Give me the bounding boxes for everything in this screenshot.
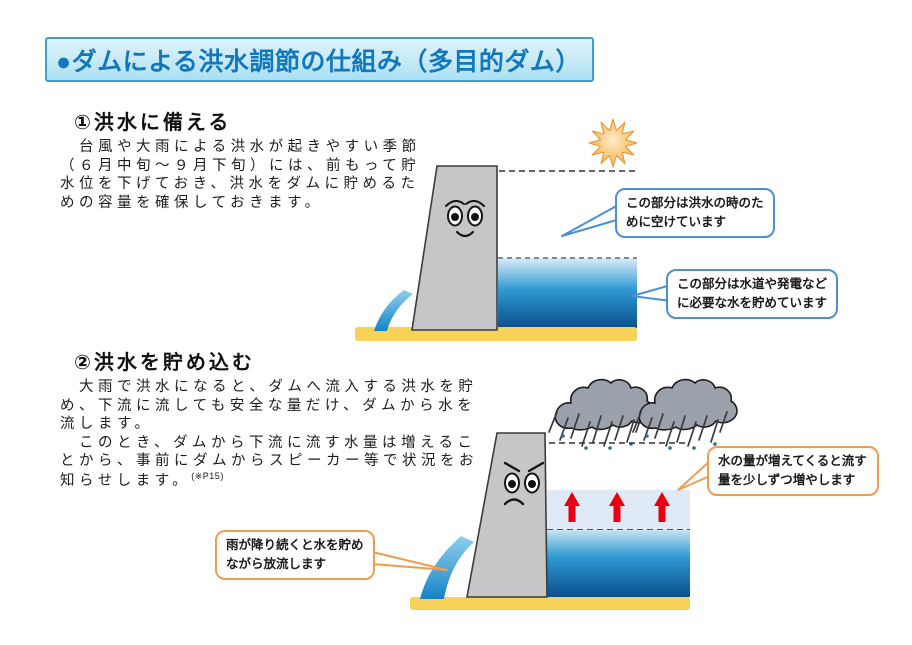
- callout-store-and-release: 雨が降り続くと水を貯めながら放流します: [215, 530, 375, 580]
- dam-smiling-face: [445, 200, 485, 238]
- sun-icon: [588, 118, 638, 168]
- page-title: ●ダムによる洪水調節の仕組み（多目的ダム）: [56, 47, 581, 76]
- page-title-bar: ●ダムによる洪水調節の仕組み（多目的ダム）: [45, 37, 594, 82]
- section2-body: 大雨で洪水になると、ダムへ流入する洪水を貯 め、下流に流しても安全な量だけ、ダム…: [60, 378, 530, 490]
- reservoir-water-1: [498, 258, 637, 328]
- section1-heading: ①洪水に備える: [74, 112, 232, 134]
- dam-body-2: [466, 432, 548, 598]
- section2-heading: ②洪水を貯め込む: [74, 352, 255, 374]
- outflow-stream-2: [420, 536, 474, 599]
- rising-water-arrows: [564, 492, 670, 522]
- callout-tail-blue-1: [561, 203, 621, 237]
- calm-dam-illustration: [355, 118, 672, 341]
- dam-angry-face: [503, 461, 545, 506]
- section1-body: 台風や大雨による洪水が起きやすい季節 （６月中旬～９月下旬）には、前もって貯 水…: [60, 139, 421, 211]
- section2-body-text: 大雨で洪水になると、ダムへ流入する洪水を貯 め、下流に流しても安全な量だけ、ダム…: [60, 379, 478, 489]
- reservoir-water-2: [547, 530, 690, 597]
- flood-dam-illustration: [359, 378, 738, 610]
- section2-page-reference: (※P15): [191, 470, 224, 481]
- callout-stored-water: この部分は水道や発電などに必要な水を貯めています: [666, 269, 838, 319]
- callout-flood-space: この部分は洪水の時のために空けています: [615, 188, 775, 238]
- callout-increase-release: 水の量が増えてくると流す量を少しずつ増やします: [707, 446, 879, 496]
- ground-2: [410, 597, 690, 610]
- outflow-stream-1: [374, 290, 413, 331]
